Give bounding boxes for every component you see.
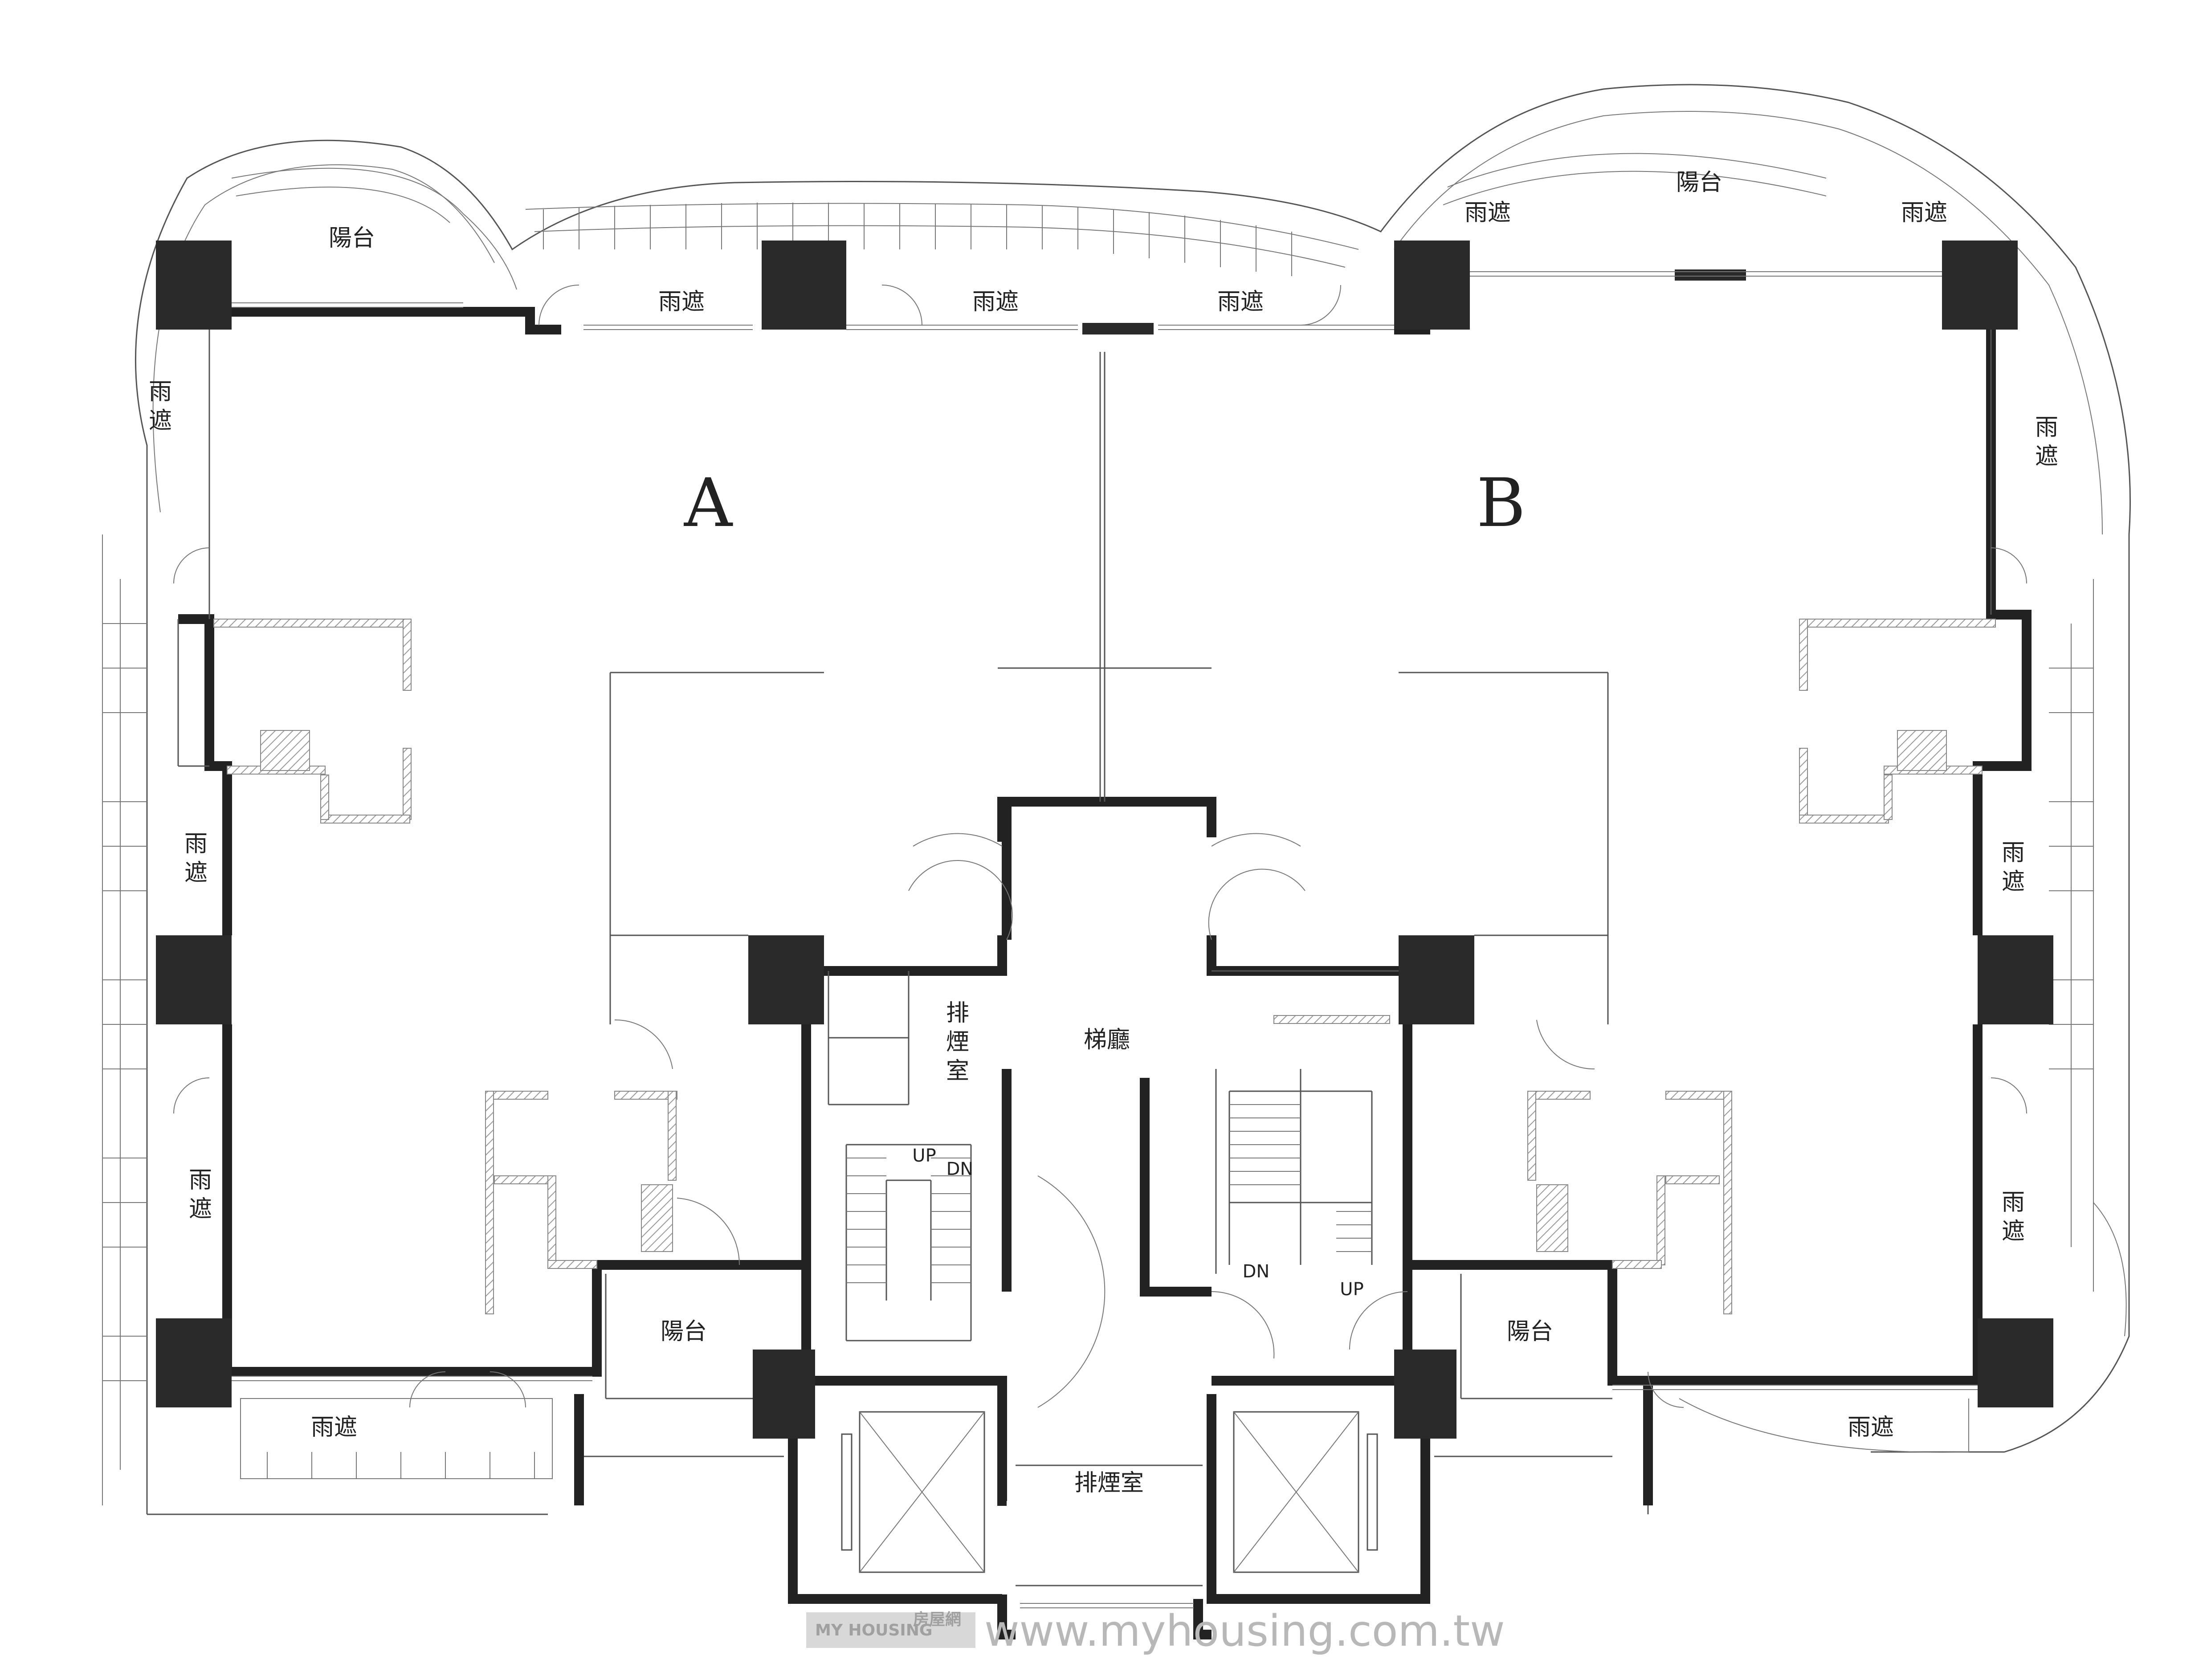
watermark-brand: MY HOUSING xyxy=(815,1621,932,1639)
canopy-label-v2: 遮 xyxy=(149,408,172,434)
column xyxy=(753,1350,815,1439)
column xyxy=(1978,935,2053,1024)
canopy-label-v1: 雨 xyxy=(2002,1189,2025,1216)
partition-walls xyxy=(213,619,1996,1314)
canopy-label-v2: 遮 xyxy=(189,1196,212,1223)
elevator-lobby-label: 梯廳 xyxy=(1084,1027,1130,1053)
canopy-label: 雨遮 xyxy=(311,1414,357,1441)
stair-up-label: UP xyxy=(1340,1279,1363,1300)
canopy-label-v1: 雨 xyxy=(189,1167,212,1194)
structural-columns xyxy=(156,241,2053,1439)
doors xyxy=(173,285,2027,1408)
labels: A B 陽台 陽台 陽台 陽台 雨遮 雨遮 雨遮 雨遮 雨遮 雨遮 雨遮 雨 遮… xyxy=(149,169,2058,1497)
column xyxy=(1082,323,1154,334)
column xyxy=(1942,241,2018,330)
canopy-label-v2: 遮 xyxy=(184,860,208,886)
bottom-railings xyxy=(240,1398,1969,1479)
outer-outline xyxy=(135,84,2131,1515)
interior-lines xyxy=(605,667,1612,1586)
column xyxy=(1978,1318,2053,1407)
stair-up-label: UP xyxy=(912,1146,936,1166)
canopy-label: 雨遮 xyxy=(1848,1414,1894,1441)
canopy-label-v1: 雨 xyxy=(149,379,172,405)
unit-a-label: A xyxy=(684,465,733,542)
smoke-room-label-v1: 排 xyxy=(946,1000,969,1027)
canopy-label-v2: 遮 xyxy=(2002,1218,2025,1245)
column xyxy=(156,1318,232,1407)
smoke-room-label-v2: 煙 xyxy=(946,1029,969,1056)
stair-down-label: DN xyxy=(1243,1261,1270,1282)
top-railing xyxy=(525,203,1359,276)
stair-a xyxy=(846,1158,971,1283)
canopy-label: 雨遮 xyxy=(658,289,705,315)
column xyxy=(156,241,232,330)
watermark-url: www.myhousing.com.tw xyxy=(984,1606,1505,1656)
core-walls xyxy=(788,325,1430,1639)
column xyxy=(748,935,824,1024)
balcony-arcs xyxy=(231,153,1827,290)
canopy-label-v1: 雨 xyxy=(2035,414,2058,441)
watermark: MY HOUSING 房屋網 www.myhousing.com.tw xyxy=(806,1606,1505,1656)
balcony-label: 陽台 xyxy=(1507,1318,1553,1345)
unit-b-label: B xyxy=(1477,465,1526,542)
column xyxy=(156,935,232,1024)
canopy-label: 雨遮 xyxy=(1217,289,1264,315)
elevator-b xyxy=(1233,1411,1378,1573)
smoke-room-label: 排煙室 xyxy=(1074,1470,1144,1497)
stair-b xyxy=(1229,1104,1372,1252)
canopy-label: 雨遮 xyxy=(1901,200,1947,226)
canopy-label-v1: 雨 xyxy=(2002,840,2025,866)
column xyxy=(762,241,846,330)
elevator-a xyxy=(841,1411,985,1573)
canopy-label-v1: 雨 xyxy=(184,831,208,857)
watermark-brand-cn: 房屋網 xyxy=(913,1611,961,1629)
smoke-room-label-v3: 室 xyxy=(946,1058,969,1085)
column xyxy=(1394,1350,1456,1439)
windows xyxy=(232,271,1978,1608)
left-railing xyxy=(102,534,147,1505)
canopy-label: 雨遮 xyxy=(972,289,1019,315)
right-railing xyxy=(2049,579,2094,1292)
watermark-logo xyxy=(806,1612,975,1648)
column xyxy=(1399,935,1474,1024)
canopy-label-v2: 遮 xyxy=(2035,443,2058,470)
balcony-label: 陽台 xyxy=(661,1318,707,1345)
balcony-label: 陽台 xyxy=(329,225,375,252)
canopy-label-v2: 遮 xyxy=(2002,869,2025,895)
canopy-label: 雨遮 xyxy=(1465,200,1511,226)
balcony-label: 陽台 xyxy=(1676,169,1722,196)
column xyxy=(1394,241,1470,330)
column xyxy=(1675,269,1746,281)
stair-down-label: DN xyxy=(946,1159,974,1179)
